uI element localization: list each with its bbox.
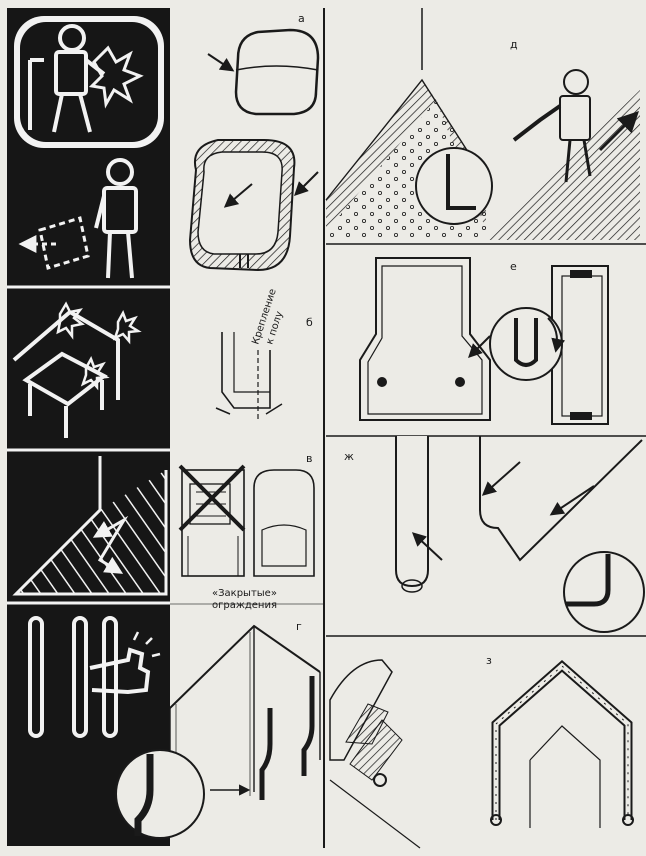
panel-g: «Закрытые» ограждения г bbox=[115, 588, 321, 839]
falling-object-icon bbox=[18, 158, 138, 279]
sloped-wall-icon bbox=[12, 456, 168, 596]
panel-b: б Крепление к полу bbox=[215, 287, 313, 420]
panel-v: в bbox=[178, 452, 315, 577]
icon-sidebar bbox=[7, 8, 170, 846]
closed-fences-caption-line1: «Закрытые» bbox=[212, 588, 277, 599]
panel-letter-d: д bbox=[510, 38, 518, 51]
sharp-corners-icon bbox=[12, 301, 142, 438]
hand-trap-icon bbox=[28, 616, 161, 738]
panel-a: а bbox=[188, 12, 320, 272]
panel-letter-z: з bbox=[486, 654, 492, 667]
panel-letter-zh: ж bbox=[344, 450, 354, 463]
panel-zh: ж bbox=[326, 436, 646, 637]
panel-letter-v: в bbox=[306, 452, 312, 465]
closed-fences-caption-line2: ограждения bbox=[212, 600, 277, 611]
panel-letter-e: е bbox=[510, 260, 517, 273]
panel-letter-a: а bbox=[298, 12, 305, 25]
panel-letter-b: б bbox=[306, 316, 313, 329]
panel-z: з bbox=[329, 654, 634, 849]
collision-head-icon bbox=[14, 16, 164, 148]
panel-letter-g: г bbox=[296, 620, 302, 633]
panel-e: е bbox=[326, 257, 646, 437]
panel-d: д bbox=[325, 38, 646, 245]
column-right: д е bbox=[325, 38, 646, 849]
